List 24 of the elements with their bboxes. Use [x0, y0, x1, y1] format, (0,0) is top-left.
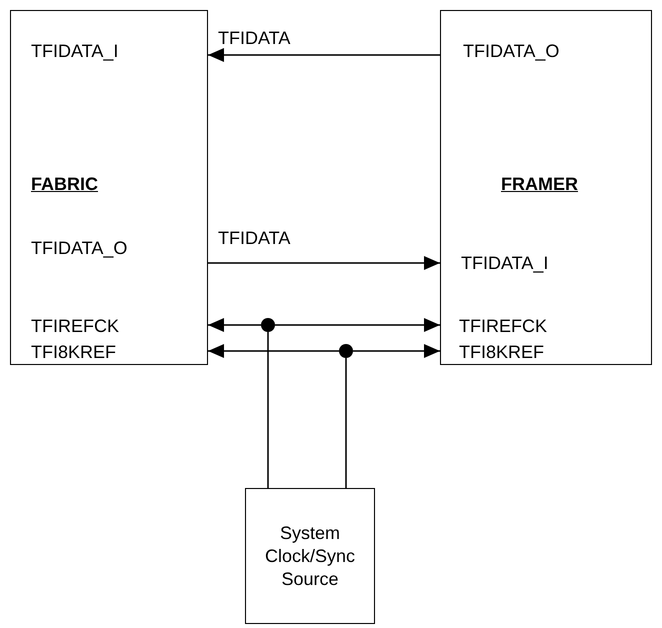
- source-box: [245, 488, 375, 624]
- pin-label: TFIREFCK: [459, 316, 547, 336]
- block-box: [440, 10, 652, 365]
- junction-dot: [261, 318, 275, 332]
- block-title: FABRIC: [31, 174, 98, 194]
- junction-dot: [339, 344, 353, 358]
- block-box: [10, 10, 208, 365]
- pin-label: TFIDATA_I: [461, 253, 548, 273]
- pin-label: TFI8KREF: [459, 342, 544, 362]
- signal-arrow: [275, 318, 440, 332]
- signal-line: [345, 358, 347, 488]
- signal-arrow: [353, 344, 440, 358]
- pin-label: TFIREFCK: [31, 316, 119, 336]
- source-label: System Clock/Sync Source: [264, 522, 356, 590]
- signal-arrow: [208, 344, 339, 358]
- signal-arrow: [208, 48, 440, 62]
- pin-label: TFI8KREF: [31, 342, 116, 362]
- pin-label: TFIDATA_O: [463, 41, 560, 61]
- signal-arrow: [208, 256, 440, 270]
- block-title: FRAMER: [501, 174, 578, 194]
- signal-line: [267, 332, 269, 488]
- pin-label: TFIDATA_O: [31, 238, 128, 258]
- signal-arrow: [208, 318, 261, 332]
- pin-label: TFIDATA_I: [31, 41, 118, 61]
